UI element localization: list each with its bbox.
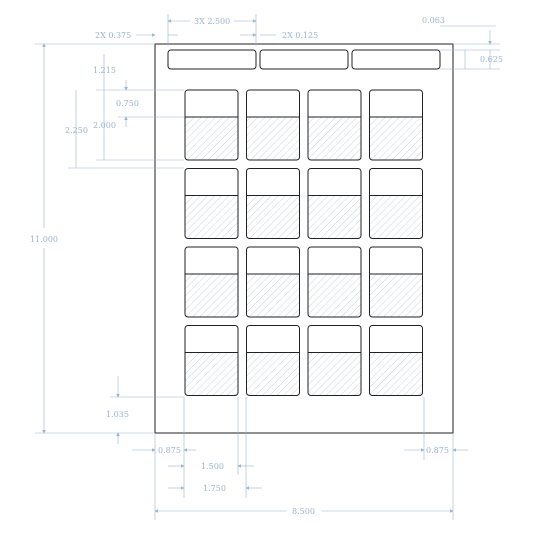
label-cell — [369, 246, 423, 318]
dim-label-pitch: 2.250 — [65, 126, 88, 135]
label-cell — [246, 89, 300, 161]
dim-bottom-margin: 1.035 — [106, 410, 129, 419]
label-outline — [307, 325, 362, 396]
label-hatch-area — [308, 352, 361, 396]
label-outline — [246, 168, 300, 239]
label-cell — [307, 325, 362, 396]
label-hatch-area — [185, 195, 238, 239]
label-hatch-area — [308, 195, 361, 239]
label-hatch-area — [185, 352, 238, 396]
label-cell — [307, 168, 362, 239]
label-cell — [307, 89, 362, 161]
top-label — [167, 49, 257, 70]
top-labels — [167, 49, 441, 70]
label-hatch-area — [369, 195, 423, 239]
label-outline — [369, 168, 423, 239]
dim-first-row-offset: 1.215 — [93, 66, 116, 75]
label-cell — [369, 89, 423, 161]
label-cell — [369, 325, 423, 396]
label-cell — [184, 168, 239, 239]
dim-top-edge-small: 0.063 — [422, 16, 445, 25]
label-hatch-area — [308, 117, 361, 160]
dim-top-label-gap: 2X 0.125 — [282, 31, 318, 40]
label-outline — [184, 168, 239, 239]
sheet-outline — [154, 43, 454, 434]
label-hatch-area — [246, 117, 300, 160]
dim-label-height: 2.000 — [93, 121, 116, 130]
label-cell — [246, 246, 300, 318]
dim-right-margin: 0.875 — [426, 446, 449, 455]
dimension-labels: 3X 2.500 2X 0.375 2X 0.125 0.063 0.625 1… — [30, 16, 503, 516]
dimension-lines — [35, 14, 500, 520]
label-outline — [307, 89, 362, 161]
dim-left-margin: 0.875 — [158, 446, 181, 455]
label-hatch-area — [185, 274, 238, 317]
label-outline — [246, 325, 300, 396]
label-cell — [184, 325, 239, 396]
label-hatch-area — [308, 274, 361, 317]
dim-label-header: 0.750 — [116, 99, 139, 108]
dim-top-label-width: 3X 2.500 — [194, 17, 230, 26]
top-label — [351, 49, 441, 70]
label-outline — [369, 246, 423, 318]
label-hatch-area — [246, 352, 300, 396]
label-outline — [369, 89, 423, 161]
dim-label-pitch-h: 1.750 — [203, 484, 226, 493]
dim-top-label-count: 2X 0.375 — [95, 31, 131, 40]
label-outline — [184, 325, 239, 396]
label-hatch-area — [246, 274, 300, 317]
label-hatch-area — [185, 117, 238, 160]
dim-sheet-height: 11.000 — [30, 235, 58, 244]
label-outline — [246, 246, 300, 318]
label-cell — [369, 168, 423, 239]
top-label — [259, 49, 349, 70]
label-grid — [184, 89, 423, 396]
label-outline — [184, 246, 239, 318]
label-cell — [184, 246, 239, 318]
label-hatch-area — [369, 117, 423, 160]
label-outline — [307, 168, 362, 239]
label-cell — [246, 325, 300, 396]
dim-sheet-width: 8.500 — [292, 507, 315, 516]
label-outline — [307, 246, 362, 318]
label-cell — [184, 89, 239, 161]
dim-label-width: 1.500 — [201, 462, 224, 471]
label-outline — [369, 325, 423, 396]
label-hatch-area — [369, 352, 423, 396]
label-hatch-area — [369, 274, 423, 317]
dim-top-label-height: 0.625 — [480, 55, 503, 64]
label-hatch-area — [246, 195, 300, 239]
label-outline — [184, 89, 239, 161]
label-outline — [246, 89, 300, 161]
label-cell — [246, 168, 300, 239]
label-cell — [307, 246, 362, 318]
